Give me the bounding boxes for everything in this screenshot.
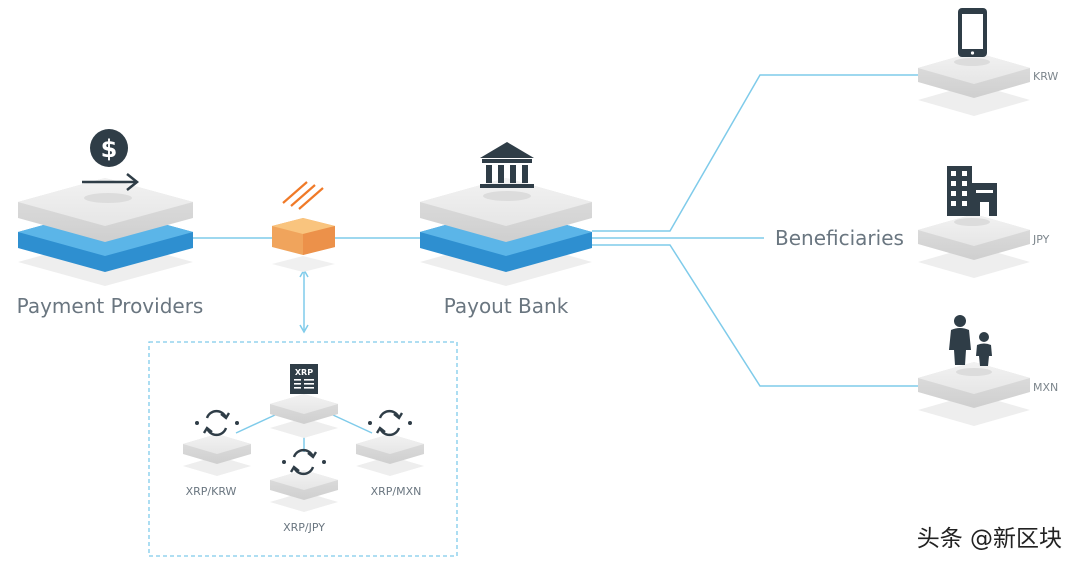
ripple-connector-icon (282, 181, 324, 210)
jpy-label: JPY (1032, 233, 1050, 246)
connector-lines (193, 74, 920, 452)
dollar-arrow-icon: $ (82, 129, 140, 191)
krw-platform (918, 52, 1030, 116)
ripple-connector-block (272, 218, 335, 272)
exchange-icon (368, 409, 412, 437)
payment-providers-label: Payment Providers (17, 294, 204, 318)
xrp-ledger-icon: XRP (290, 364, 318, 394)
family-icon (949, 315, 992, 366)
payout-bank-label: Payout Bank (444, 294, 569, 318)
xrp-jpy-label: XRP/JPY (283, 521, 325, 534)
xrp-krw-platform (183, 434, 251, 476)
xrp-mxn-label: XRP/MXN (371, 485, 422, 498)
watermark: 头条 @新区块 (917, 526, 1062, 552)
krw-label: KRW (1033, 70, 1058, 83)
mxn-platform (918, 362, 1030, 426)
xrp-mxn-platform (356, 434, 424, 476)
bank-icon (480, 142, 534, 188)
xrp-ledger-box (148, 341, 458, 557)
phone-icon (958, 8, 987, 57)
exchange-icon (195, 409, 239, 437)
beneficiaries-label: Beneficiaries (775, 226, 904, 250)
mxn-label: MXN (1033, 381, 1058, 394)
double-arrow (299, 268, 309, 334)
xrp-center-platform (270, 394, 338, 438)
building-icon (947, 166, 997, 216)
exchange-icon (282, 448, 326, 476)
jpy-platform (918, 214, 1030, 278)
line-bank-mxn (592, 244, 920, 387)
payout-bank-platform (420, 178, 592, 286)
payment-providers-platform (18, 178, 193, 286)
line-xrp-krw (235, 414, 276, 434)
line-bank-krw (592, 74, 920, 232)
xrp-krw-label: XRP/KRW (186, 485, 237, 498)
line-xrp-mxn (332, 414, 373, 434)
xrp-jpy-platform (270, 470, 338, 512)
svg-text:XRP: XRP (295, 368, 313, 377)
svg-text:$: $ (101, 135, 118, 163)
